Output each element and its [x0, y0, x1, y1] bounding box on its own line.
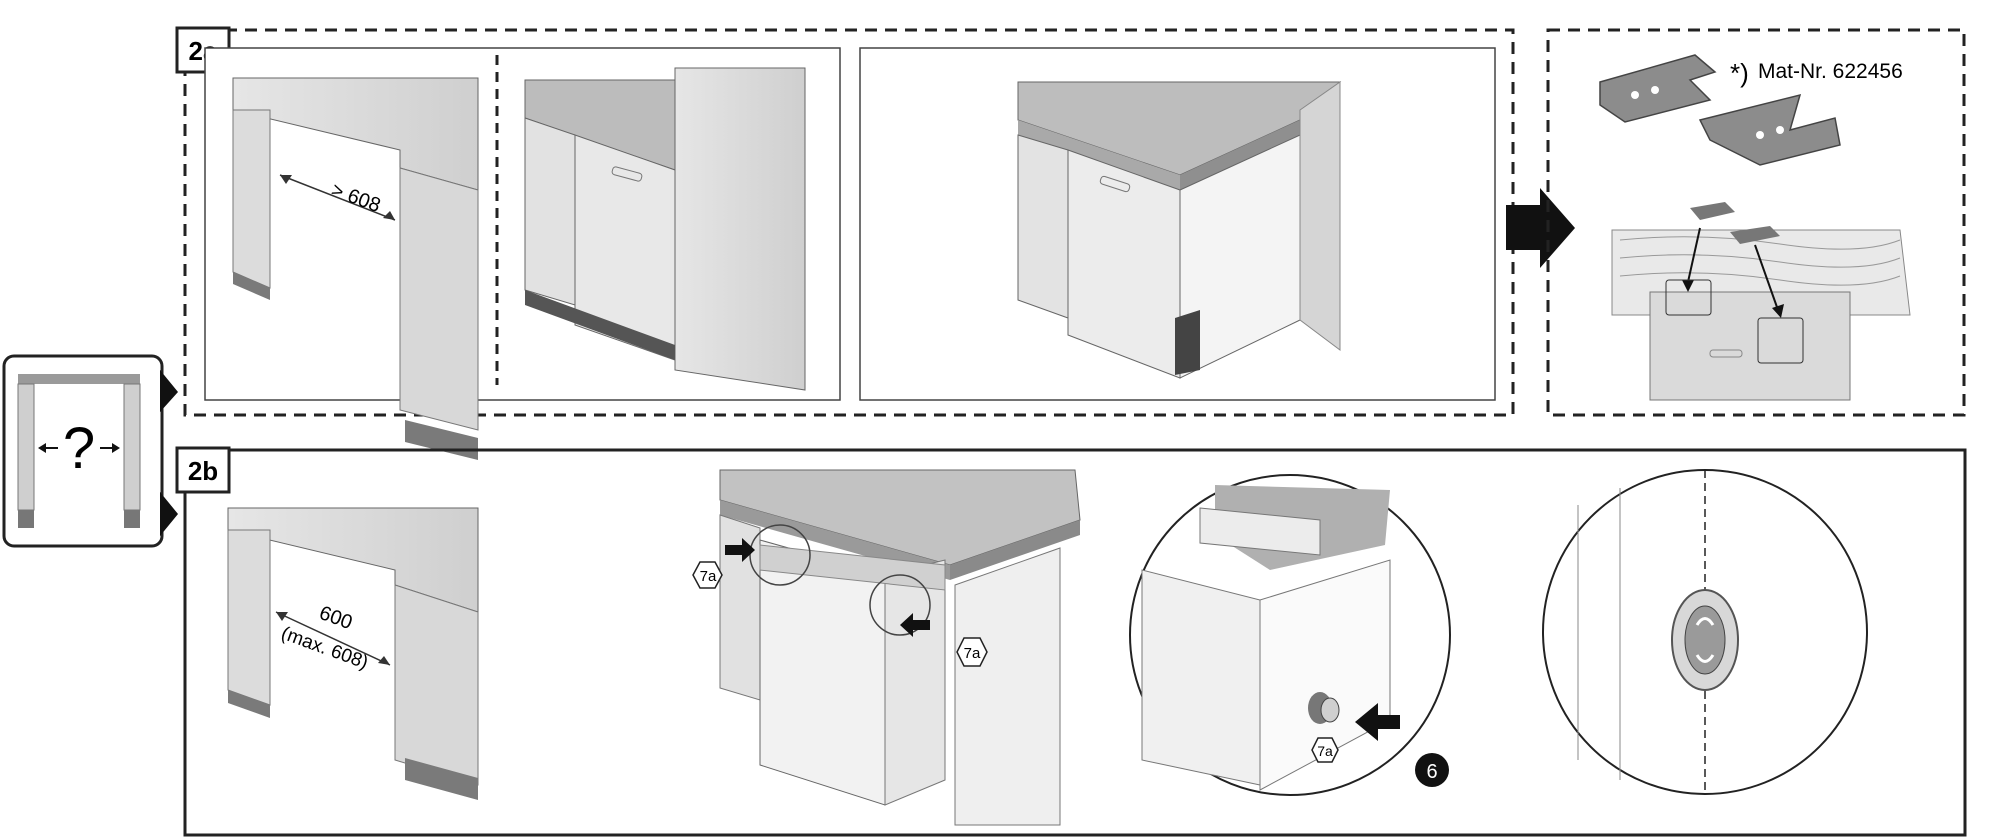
screw-tag-left-label: 7a — [700, 568, 717, 585]
width-label: 600 — [316, 602, 355, 634]
bracket-install-illustration — [1611, 202, 1911, 401]
cabinet-illustration-a — [524, 67, 806, 391]
dishwasher-install-illustration — [719, 469, 1081, 826]
flow-arrow — [1506, 188, 1575, 268]
fixing-clip-detail-circle — [1542, 469, 1868, 795]
niche-selector-box — [2, 354, 164, 548]
step-number-badge — [1415, 753, 1449, 787]
max-width-label: (max. 608) — [278, 623, 371, 674]
screw-tag-detail-label: 7a — [1317, 743, 1333, 759]
step-number-label: 6 — [1426, 761, 1437, 783]
section-2b-label: 2b — [188, 456, 218, 486]
screw-tag-right — [956, 637, 988, 667]
screw-detail-circle — [1129, 474, 1451, 796]
niche-illustration-b — [227, 507, 479, 800]
cabinet-illustration-b — [1017, 81, 1342, 379]
accessory-frame — [1546, 28, 1966, 417]
branch-arrow-b — [160, 492, 178, 536]
niche-illustration-a — [232, 77, 479, 460]
question-mark: ? — [63, 416, 95, 481]
section-2b-frame — [183, 448, 1967, 837]
niche-icon — [17, 374, 141, 528]
screw-tag-left — [692, 561, 723, 589]
mounting-brackets — [1599, 54, 1841, 166]
section-2b-badge — [175, 446, 231, 494]
screw-tag-right-label: 7a — [964, 645, 981, 662]
branch-arrow-a — [160, 370, 178, 412]
part-number-label: Mat-Nr. 622456 — [1758, 60, 1903, 83]
asterisk-mark: *) — [1730, 58, 1749, 88]
